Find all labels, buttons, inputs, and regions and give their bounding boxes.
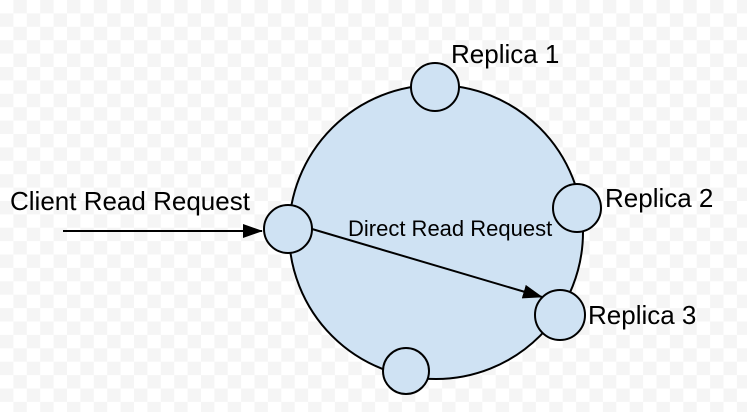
node-bottom: [382, 347, 430, 395]
label-direct-read-request: Direct Read Request: [348, 216, 553, 241]
label-client-read-request: Client Read Request: [10, 186, 250, 216]
node-replica-1: [410, 62, 460, 112]
label-replica-2: Replica 2: [605, 183, 714, 213]
node-replica-3: [534, 289, 586, 341]
label-replica-1: Replica 1: [451, 39, 560, 69]
label-replica-3: Replica 3: [588, 300, 697, 330]
direct-request-arrow: [311, 228, 543, 299]
node-entry: [263, 204, 313, 254]
node-replica-2: [552, 183, 602, 233]
